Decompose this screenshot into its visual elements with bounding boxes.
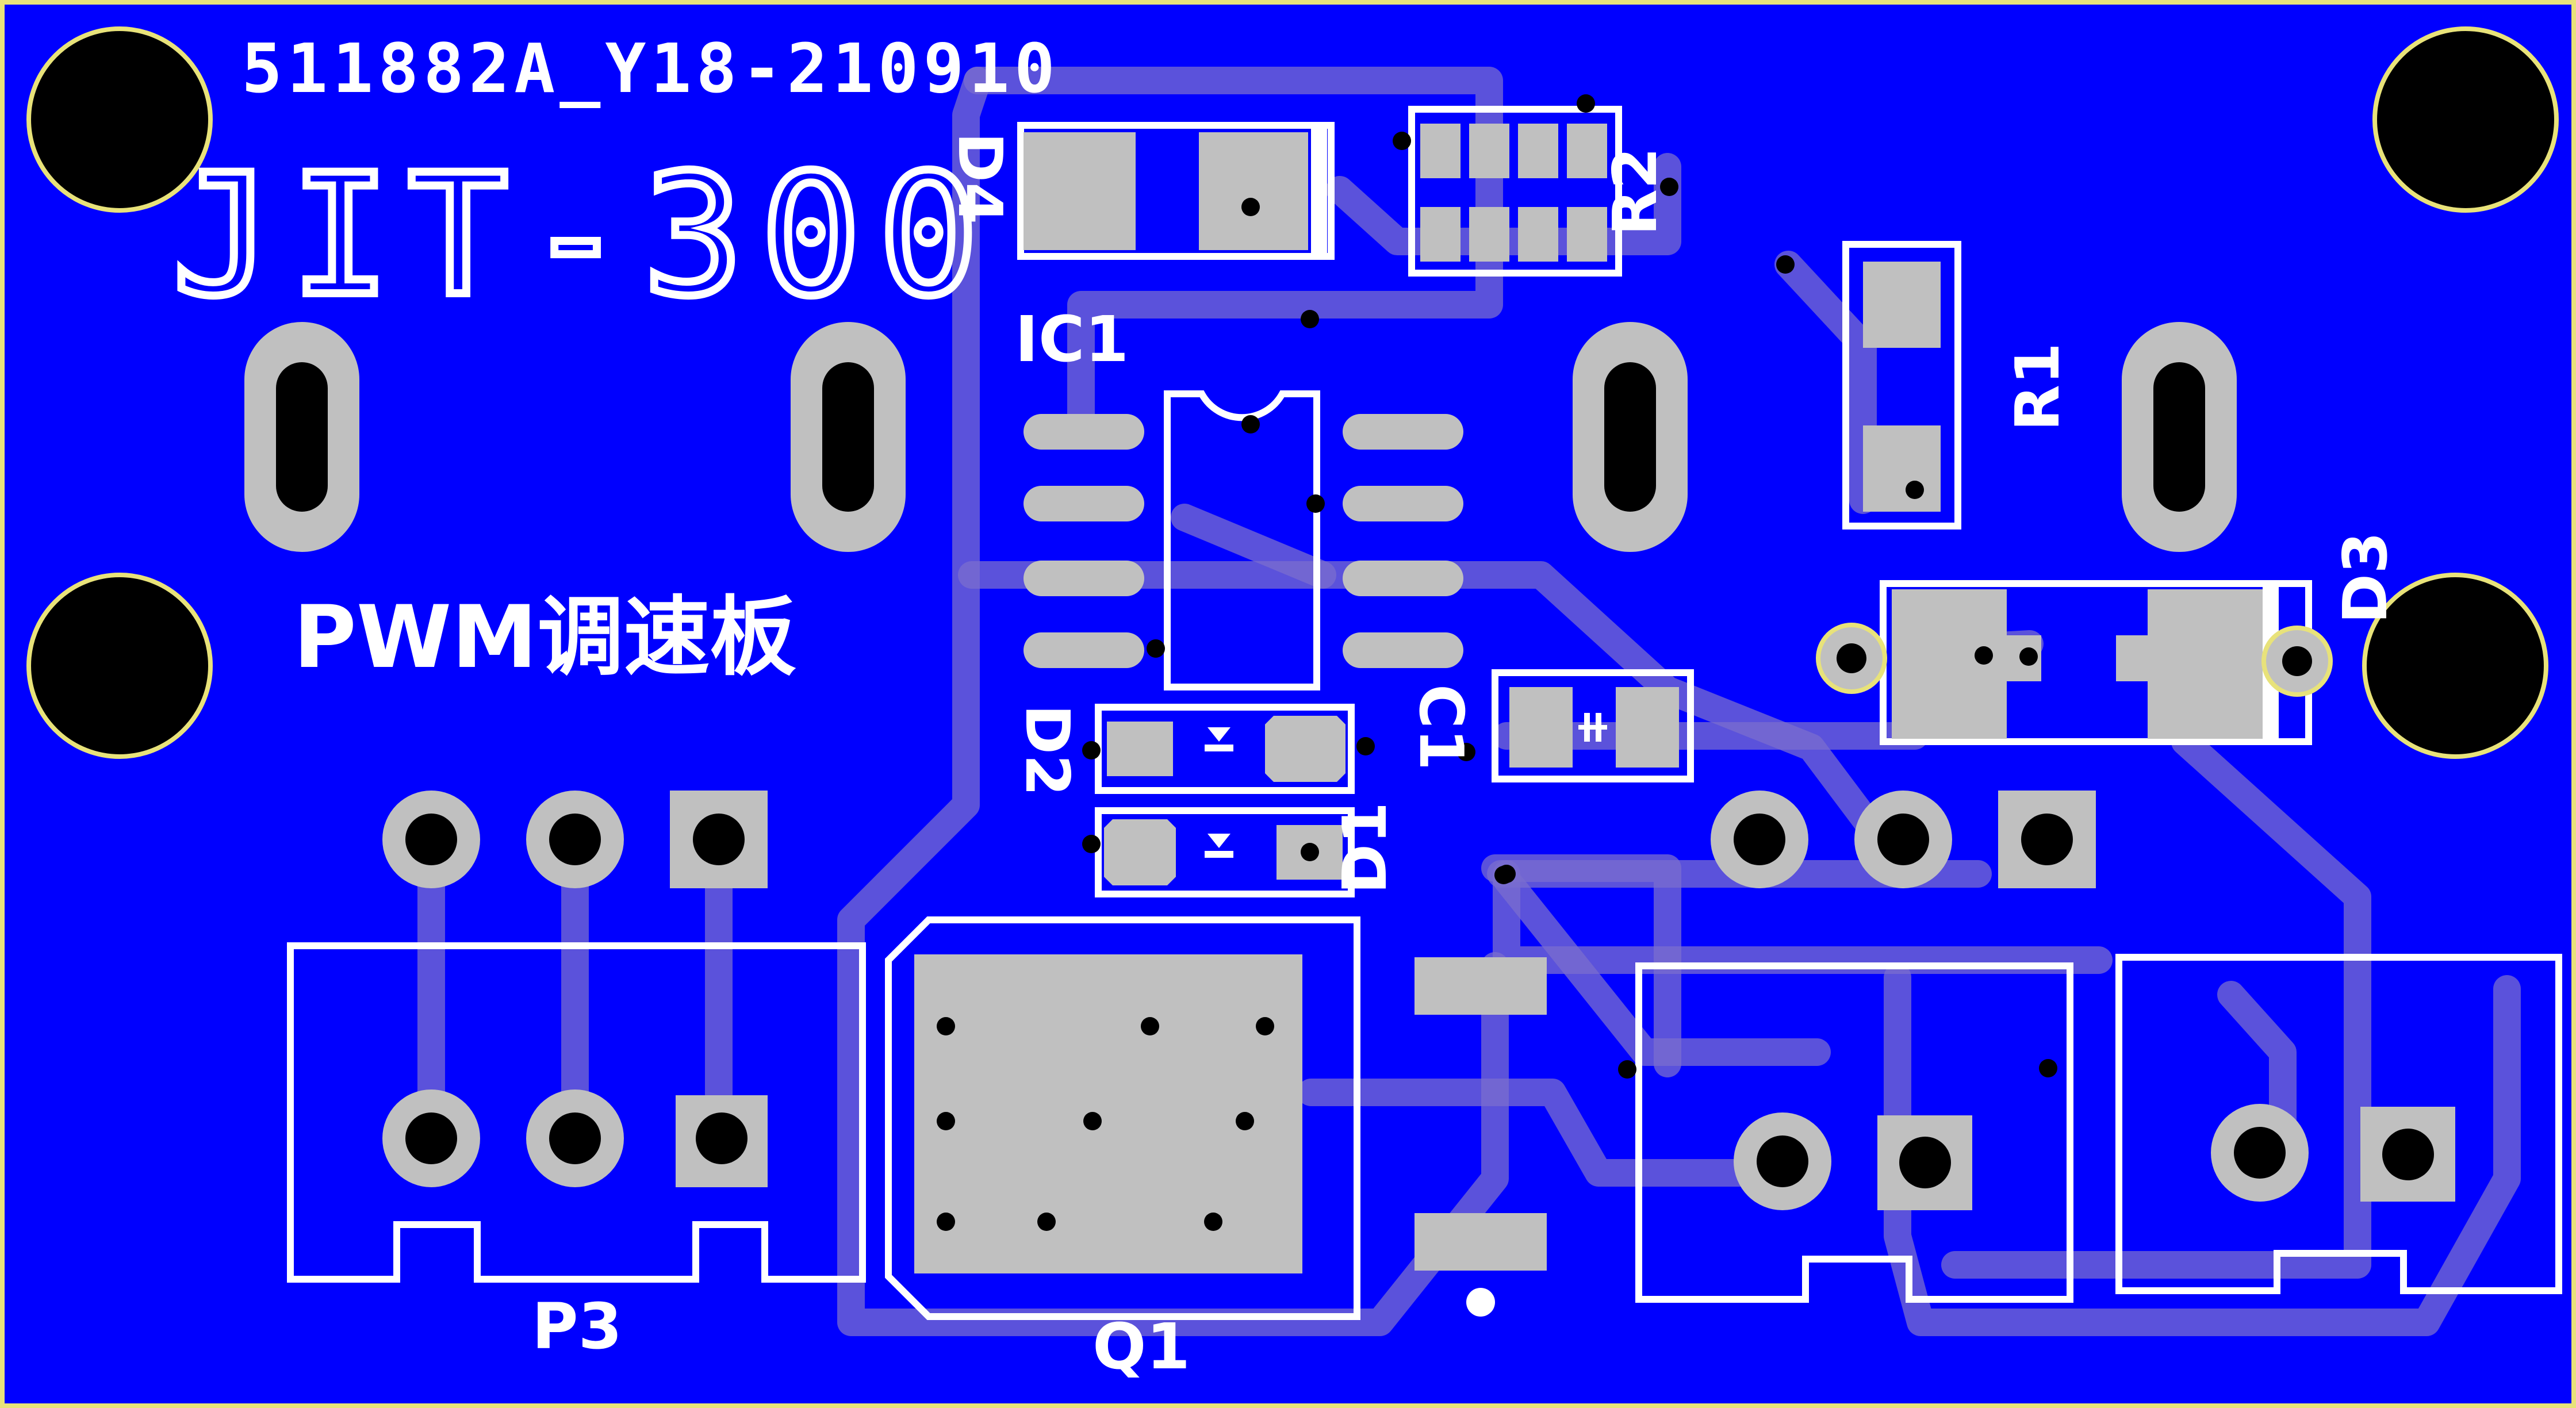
c1-label: C1 xyxy=(1406,684,1476,770)
ic1-label: IC1 xyxy=(1015,302,1129,376)
r2-resistor-array: R2 xyxy=(1393,94,1678,277)
slot-pads xyxy=(244,322,2237,552)
d4-label: D4 xyxy=(945,132,1015,224)
mounting-hole xyxy=(26,26,213,213)
d1-diode: D1 xyxy=(1082,802,1400,897)
mounting-hole xyxy=(26,573,213,759)
mounting-hole xyxy=(2372,26,2559,213)
p3-connector: P3 xyxy=(287,791,866,1363)
d4-cathode-band xyxy=(1311,126,1327,255)
d3-diode: D3 xyxy=(1816,532,2401,745)
d4-pad xyxy=(1199,132,1308,250)
q1-label: Q1 xyxy=(1092,1310,1190,1383)
serial-label: 511882A_Y18-210910 xyxy=(241,29,1060,108)
p3-label: P3 xyxy=(532,1290,622,1363)
slot-hole xyxy=(276,362,328,512)
mounting-hole xyxy=(2362,573,2548,759)
r2-label: R2 xyxy=(1600,147,1670,236)
connector-2pin-left xyxy=(1618,962,2073,1303)
slot-hole xyxy=(1604,362,1656,512)
connector-2pin-right xyxy=(2115,954,2562,1294)
title-label: PWM调速板 xyxy=(293,588,796,688)
c1-capacitor: C1 xyxy=(1406,669,1694,782)
d2-label: D2 xyxy=(1012,704,1082,796)
r1-resistor: R1 xyxy=(1776,241,2073,530)
d4-pad xyxy=(1023,132,1136,250)
ic1-chip: IC1 xyxy=(1015,302,1463,690)
d3-label: D3 xyxy=(2330,532,2401,624)
header-3pin xyxy=(1494,791,2096,888)
mounting-holes xyxy=(26,26,2559,759)
d4-diode: D4 xyxy=(945,122,1335,260)
slot-hole xyxy=(822,362,874,512)
slot-hole xyxy=(2153,362,2205,512)
r1-label: R1 xyxy=(2003,343,2073,431)
model-label: JIT-300 xyxy=(172,139,996,333)
d2-diode: D2 xyxy=(1012,704,1375,796)
d1-label: D1 xyxy=(1330,802,1400,894)
q1-mosfet: Q1 xyxy=(885,916,1547,1383)
